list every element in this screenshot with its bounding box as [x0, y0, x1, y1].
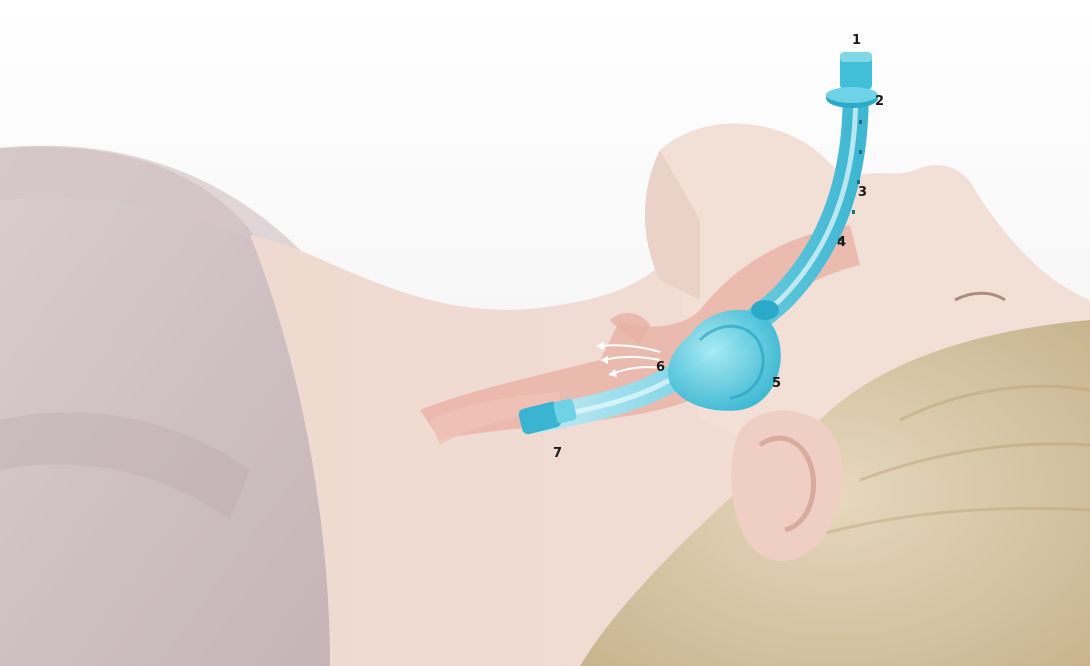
- callout-label-1: 1: [852, 34, 861, 47]
- callout-label-6: 6: [656, 361, 665, 374]
- callout-label-5: 5: [772, 377, 781, 390]
- callout-label-7: 7: [553, 447, 562, 460]
- callout-label-2: 2: [875, 95, 884, 108]
- callout-label-3: 3: [858, 186, 867, 199]
- callout-label-4: 4: [837, 236, 846, 249]
